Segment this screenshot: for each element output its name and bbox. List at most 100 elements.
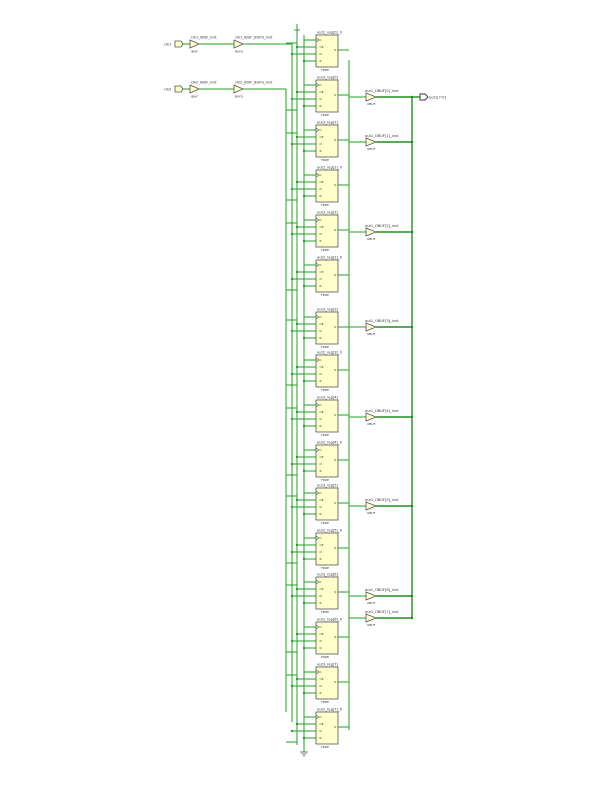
clock-pin-icon — [315, 217, 320, 223]
obuf-instance-label: out1_OBUF[6]_inst — [365, 588, 399, 592]
pin-label-d: D — [320, 142, 323, 146]
flip-flop-cell[interactable] — [315, 214, 339, 248]
obuf-instance-label: out1_OBUF[5]_inst — [365, 498, 399, 502]
clock-pin-icon — [315, 669, 320, 675]
output-buffer[interactable] — [365, 591, 378, 601]
pin-label-ce: CE — [320, 455, 324, 459]
pin-label-q: Q — [334, 458, 337, 462]
pin-label-ce: CE — [320, 365, 324, 369]
flip-flop-cell[interactable] — [315, 576, 339, 610]
register-instance-label: out3_reg[4] — [317, 396, 339, 400]
clk1-ibuf-label: clk1_IBUF_inst — [191, 36, 217, 40]
net-junction — [302, 379, 306, 383]
pin-label-q: Q — [334, 183, 337, 187]
register-type-label: FDRE — [321, 745, 329, 749]
pin-label-q: Q — [334, 273, 337, 277]
pin-label-q: Q — [334, 228, 337, 232]
register-instance-label: out3_reg[2] — [317, 211, 339, 215]
obuf-type-label: OBUF — [367, 102, 376, 106]
clk2-ibuf[interactable] — [189, 84, 200, 94]
out1-output-port[interactable] — [419, 93, 429, 101]
clock-pin-icon — [315, 314, 320, 320]
net-junction — [290, 142, 294, 146]
flip-flop-cell[interactable] — [315, 621, 339, 655]
pin-label-c: C — [320, 403, 322, 407]
clk1-bufg[interactable] — [233, 39, 244, 49]
clk1-ibuf-type: IBUF — [191, 50, 198, 54]
net-junction — [295, 135, 299, 139]
out1-port-label: out1[7:0] — [429, 96, 446, 100]
pin-label-r: R — [320, 646, 322, 650]
net-junction — [295, 677, 299, 681]
pin-label-d: D — [320, 505, 323, 509]
register-instance-label: out2_reg[5]_0 — [317, 529, 343, 533]
output-buffer[interactable] — [365, 227, 378, 237]
clk2-bufg[interactable] — [233, 84, 244, 94]
flip-flop-cell[interactable] — [315, 311, 339, 345]
clk1-input-port[interactable] — [174, 40, 184, 48]
flip-flop-cell[interactable] — [315, 711, 339, 745]
pin-label-c: C — [320, 715, 322, 719]
clk1-ibuf[interactable] — [189, 39, 200, 49]
net-junction — [290, 187, 294, 191]
output-buffer[interactable] — [365, 92, 378, 102]
register-type-label: FDRE — [321, 68, 329, 72]
flip-flop-cell[interactable] — [315, 124, 339, 158]
pin-label-q: Q — [334, 48, 337, 52]
net-junction — [295, 543, 299, 547]
pin-label-d: D — [320, 97, 323, 101]
obuf-instance-label: out1_OBUF[1]_inst — [365, 134, 399, 138]
flip-flop-cell[interactable] — [315, 169, 339, 203]
output-buffer-array: out1_OBUF[0]_instOBUFout1_OBUF[1]_instOB… — [349, 89, 414, 627]
net-junction — [302, 149, 306, 153]
net-junction — [302, 557, 306, 561]
bus-junction — [410, 594, 414, 598]
net-junction — [290, 462, 294, 466]
flip-flop-cell[interactable] — [315, 532, 339, 566]
output-buffer[interactable] — [365, 137, 378, 147]
flip-flop-cell[interactable] — [315, 666, 339, 700]
pin-label-ce: CE — [320, 135, 324, 139]
flip-flop-cell[interactable] — [315, 354, 339, 388]
flip-flop-cell[interactable] — [315, 79, 339, 113]
net-junction — [295, 365, 299, 369]
vcc-symbol — [294, 24, 300, 31]
flip-flop-cell[interactable] — [315, 399, 339, 433]
clk2-port-label: clk2 — [164, 88, 171, 92]
clk2-input-port[interactable] — [174, 85, 184, 93]
register-instance-label: out2_reg[3]_0 — [317, 351, 343, 355]
register-instance-label: out2_reg[2]_0 — [317, 256, 343, 260]
output-buffer[interactable] — [365, 613, 378, 623]
bus-junction — [410, 504, 414, 508]
pin-label-q: Q — [334, 368, 337, 372]
obuf-type-label: OBUF — [367, 511, 376, 515]
flip-flop-cell[interactable] — [315, 444, 339, 478]
clk1-bufg-type: BUFG — [235, 50, 244, 54]
obuf-type-label: OBUF — [367, 623, 376, 627]
output-buffer[interactable] — [365, 322, 378, 332]
clock-pin-icon — [315, 262, 320, 268]
flip-flop-cell[interactable] — [315, 487, 339, 521]
pin-label-c: C — [320, 83, 322, 87]
clk1-port-label: clk1 — [164, 43, 171, 47]
net-junction — [295, 722, 299, 726]
pin-label-ce: CE — [320, 180, 324, 184]
bus-junction — [410, 95, 414, 99]
output-buffer[interactable] — [365, 501, 378, 511]
output-buffer[interactable] — [365, 412, 378, 422]
flip-flop-cell[interactable] — [315, 259, 339, 293]
clk1-input-path: clk1 clk1_IBUF_inst IBUF clk1_IBUF_BUFG_… — [164, 36, 292, 54]
pin-label-q: Q — [334, 590, 337, 594]
net-junction — [302, 469, 306, 473]
clock-pin-icon — [315, 82, 320, 88]
flip-flop-cell[interactable] — [315, 34, 339, 68]
